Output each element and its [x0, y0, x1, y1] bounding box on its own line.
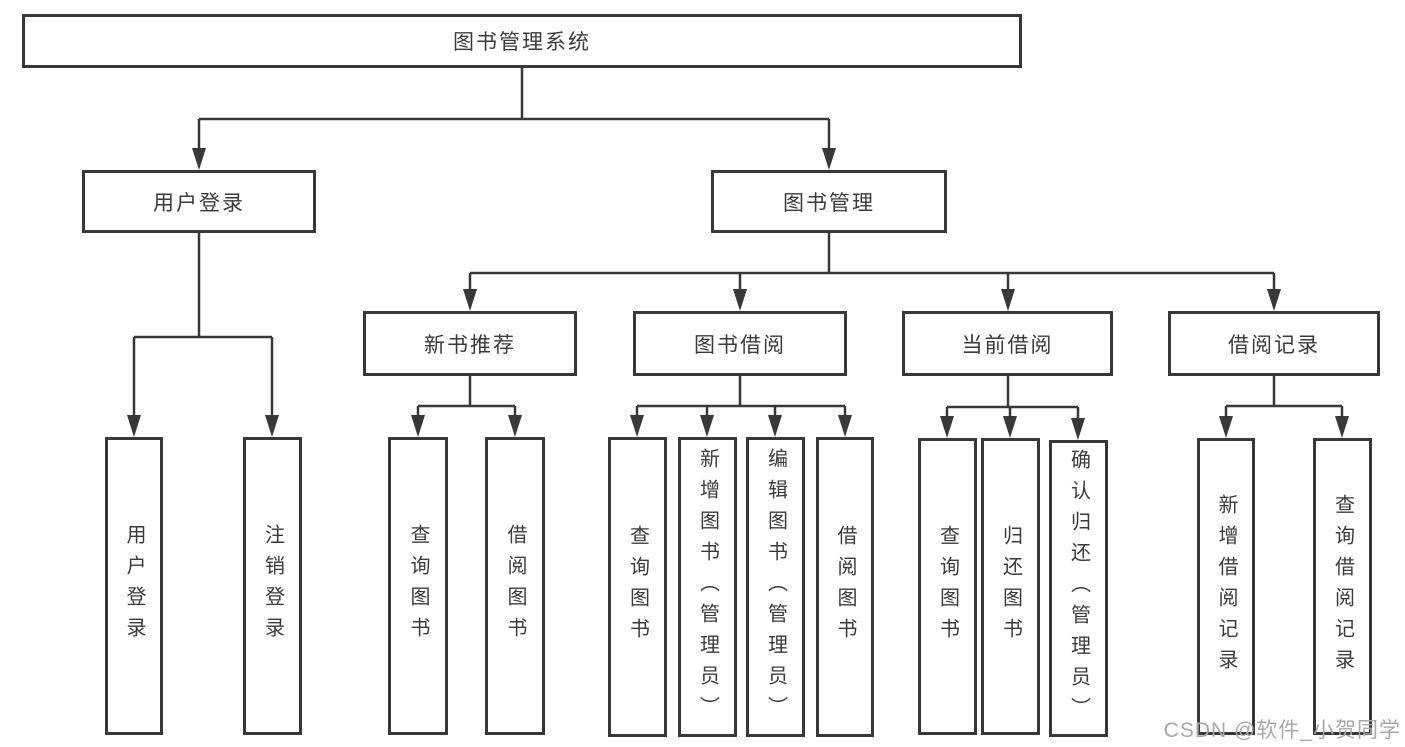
node-book-management: 图书管理 — [711, 170, 947, 233]
leaf-record-query-label: 查询借阅记录 — [1331, 493, 1354, 680]
arrowhead-icon — [508, 415, 522, 437]
node-user-login-label: 用户登录 — [153, 191, 245, 215]
leaf-borrow-edit-book: 编辑图书（管理员） — [746, 437, 805, 737]
leaf-newbook-query-label: 查询图书 — [407, 524, 429, 648]
leaf-user-login-label: 用户登录 — [123, 524, 145, 648]
connector-current-borrow — [945, 376, 1080, 421]
node-current-borrowing: 当前借阅 — [902, 311, 1113, 376]
node-new-book-recommend-label: 新书推荐 — [424, 333, 516, 357]
leaf-user-login: 用户登录 — [105, 437, 163, 735]
node-root-label: 图书管理系统 — [453, 31, 591, 54]
arrowhead-icon — [1335, 416, 1349, 438]
arrowhead-icon — [1001, 289, 1015, 311]
arrowhead-icon — [630, 415, 644, 437]
arrowhead-icon — [1267, 289, 1281, 311]
leaf-record-query: 查询借阅记录 — [1313, 438, 1372, 735]
arrowhead-icon — [1071, 418, 1085, 440]
leaf-newbook-query: 查询图书 — [388, 437, 448, 735]
leaf-current-return: 归还图书 — [981, 438, 1040, 735]
node-root: 图书管理系统 — [22, 14, 1022, 68]
leaf-borrow-add-book: 新增图书（管理员） — [678, 437, 737, 737]
leaf-logout-label: 注销登录 — [261, 524, 284, 648]
node-book-management-label: 图书管理 — [783, 191, 875, 215]
arrowhead-icon — [1003, 416, 1017, 438]
connector-new-book — [416, 376, 517, 418]
leaf-current-query-label: 查询图书 — [936, 524, 959, 649]
node-borrowing-records-label: 借阅记录 — [1228, 333, 1320, 357]
arrowhead-icon — [192, 148, 206, 170]
arrowhead-icon — [265, 415, 279, 437]
node-user-login: 用户登录 — [82, 170, 316, 233]
leaf-newbook-borrow: 借阅图书 — [485, 437, 545, 735]
leaf-current-confirm-return-label: 确认归还（管理员） — [1067, 449, 1090, 728]
node-book-borrowing: 图书借阅 — [633, 311, 847, 376]
leaf-borrow-query-label: 查询图书 — [626, 525, 649, 649]
arrowhead-icon — [940, 416, 954, 438]
node-borrowing-records: 借阅记录 — [1168, 311, 1380, 376]
leaf-current-query: 查询图书 — [918, 438, 977, 735]
arrowhead-icon — [838, 415, 852, 437]
leaf-borrow-edit-book-label: 编辑图书（管理员） — [764, 447, 787, 727]
arrowhead-icon — [463, 289, 477, 311]
arrowhead-icon — [411, 415, 425, 437]
connector-book-borrow — [635, 376, 847, 418]
leaf-current-return-label: 归还图书 — [999, 524, 1022, 649]
node-new-book-recommend: 新书推荐 — [363, 311, 577, 376]
leaf-newbook-borrow-label: 借阅图书 — [504, 524, 526, 648]
node-book-borrowing-label: 图书借阅 — [694, 333, 786, 357]
leaf-borrow-borrow-book-label: 借阅图书 — [834, 525, 856, 649]
node-current-borrowing-label: 当前借阅 — [961, 333, 1054, 357]
leaf-borrow-borrow-book: 借阅图书 — [816, 437, 874, 737]
arrowhead-icon — [127, 415, 141, 437]
connector-user-login — [132, 233, 274, 418]
leaf-borrow-query: 查询图书 — [608, 437, 667, 737]
arrowhead-icon — [822, 148, 836, 170]
arrowhead-icon — [1219, 416, 1233, 438]
leaf-logout: 注销登录 — [243, 437, 302, 735]
arrowhead-icon — [733, 289, 747, 311]
csdn-watermark: CSDN @软件_小贺同学 — [1163, 719, 1401, 742]
leaf-borrow-add-book-label: 新增图书（管理员） — [696, 447, 719, 727]
connector-book-mgmt — [468, 233, 1276, 292]
leaf-record-add-label: 新增借阅记录 — [1215, 493, 1237, 680]
connector-root — [197, 68, 831, 150]
arrowhead-icon — [700, 415, 714, 437]
leaf-current-confirm-return: 确认归还（管理员） — [1049, 440, 1108, 737]
connector-borrow-records — [1224, 376, 1344, 419]
leaf-record-add: 新增借阅记录 — [1197, 438, 1255, 735]
arrowhead-icon — [768, 415, 782, 437]
